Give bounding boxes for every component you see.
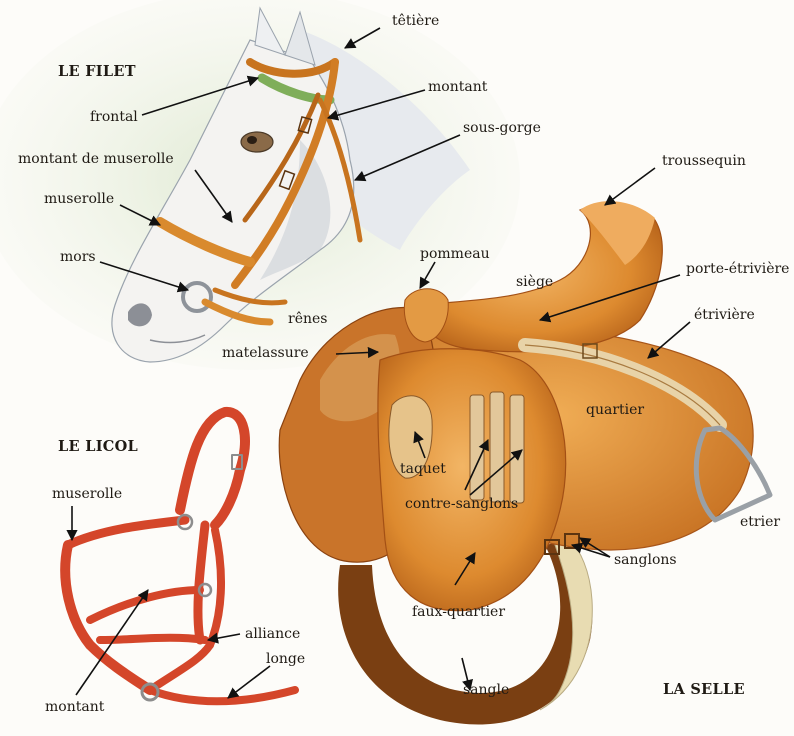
section-title-selle: LA SELLE — [663, 683, 745, 698]
label-montant-filet: montant — [428, 80, 487, 94]
section-title-filet: LE FILET — [58, 65, 136, 80]
label-faux-quartier: faux-quartier — [412, 605, 505, 619]
label-etriviere: étrivière — [694, 308, 755, 322]
label-quartier: quartier — [586, 403, 644, 417]
label-montant-licol: montant — [45, 700, 104, 714]
halter-illustration — [65, 412, 295, 701]
label-siege: siège — [516, 275, 553, 289]
label-taquet: taquet — [400, 462, 446, 476]
section-title-licol: LE LICOL — [58, 440, 138, 455]
label-muserolle-licol: muserolle — [52, 487, 122, 501]
label-sanglons: sanglons — [614, 553, 677, 567]
label-tetiere: têtière — [392, 14, 439, 28]
label-frontal: frontal — [90, 110, 138, 124]
label-etrier: etrier — [740, 515, 780, 529]
label-troussequin: troussequin — [662, 154, 746, 168]
label-montant-de-muserolle: montant de muserolle — [18, 152, 174, 166]
label-contre-sanglons: contre-sanglons — [405, 497, 518, 511]
label-mors: mors — [60, 250, 96, 264]
label-pommeau: pommeau — [420, 247, 490, 261]
label-matelassure: matelassure — [222, 346, 309, 360]
label-alliance: alliance — [245, 627, 300, 641]
label-porte-etriviere: porte-étrivière — [686, 262, 789, 276]
label-renes: rênes — [288, 312, 327, 326]
label-muserolle-filet: muserolle — [44, 192, 114, 206]
label-sous-gorge: sous-gorge — [463, 121, 541, 135]
label-sangle: sangle — [463, 683, 509, 697]
label-longe: longe — [266, 652, 305, 666]
